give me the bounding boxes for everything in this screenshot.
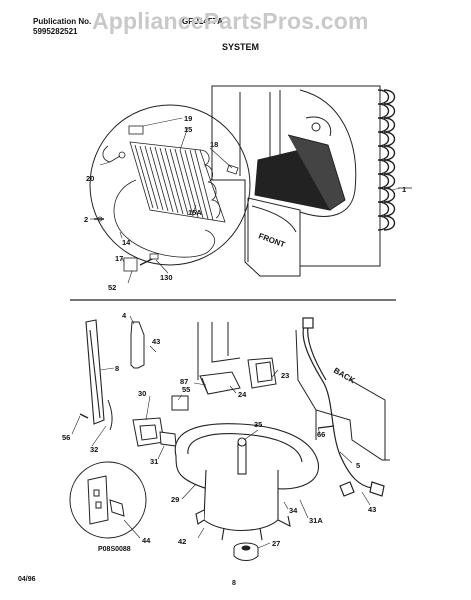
callout-130: 130 <box>160 273 173 282</box>
callout-31: 31 <box>150 457 158 466</box>
callout-87: 87 <box>180 377 188 386</box>
callout-27: 27 <box>272 539 280 548</box>
front-label: FRONT <box>257 231 286 249</box>
callout-34: 34 <box>289 506 298 515</box>
callout-14: 14 <box>122 238 131 247</box>
section-title: SYSTEM <box>222 42 260 52</box>
grommet <box>233 542 259 561</box>
leader-lines <box>71 117 401 549</box>
drawing-code: P08S0088 <box>98 546 131 553</box>
side-condenser-coil <box>377 89 412 231</box>
callout-15a: 15A <box>188 208 202 217</box>
compressor <box>174 423 319 541</box>
callout-42: 42 <box>178 537 186 546</box>
relay-cover <box>199 371 241 395</box>
model-number: GFU14F7A <box>182 17 223 26</box>
electrical-outlet <box>87 475 125 525</box>
callout-56: 56 <box>62 433 70 442</box>
callout-32: 32 <box>90 445 98 454</box>
callout-17: 17 <box>115 254 123 263</box>
callout-29: 29 <box>171 495 179 504</box>
publication-label: Publication No. <box>33 17 92 26</box>
callout-24: 24 <box>238 390 247 399</box>
wiring-harness <box>302 317 385 497</box>
cabinet-drawing <box>211 85 381 277</box>
footer-date: 04/96 <box>18 576 36 583</box>
callouts-bottom: 4 43 8 30 55 87 24 23 56 32 31 35 66 5 2… <box>62 311 376 548</box>
callout-2: 2 <box>84 215 88 224</box>
capillary-tube <box>85 319 105 425</box>
rear-panel <box>197 322 390 461</box>
filter-drier <box>130 321 145 369</box>
callout-52: 52 <box>108 283 116 292</box>
callout-43-b: 43 <box>368 505 376 514</box>
page-number: 8 <box>232 580 236 587</box>
outlet-detail-circle <box>69 461 147 539</box>
callout-5: 5 <box>356 461 360 470</box>
bracket-32 <box>107 399 113 431</box>
capacitor-55 <box>171 395 189 411</box>
callout-31a: 31A <box>309 516 323 525</box>
callout-18: 18 <box>210 140 218 149</box>
callout-20: 20 <box>86 174 94 183</box>
callout-19: 19 <box>184 114 192 123</box>
condenser-detail-circle <box>89 104 251 266</box>
back-label: BACK <box>332 366 357 385</box>
watermark: AppliancePartsPros.com <box>92 8 369 34</box>
callout-43-a: 43 <box>152 337 160 346</box>
callouts-top: 19 15 18 20 2 15A 14 17 130 52 1 <box>84 114 406 292</box>
callout-44: 44 <box>142 536 151 545</box>
callout-4: 4 <box>122 311 127 320</box>
callout-35: 35 <box>254 420 262 429</box>
callout-1: 1 <box>402 185 406 194</box>
publication-number: 5995282521 <box>33 27 78 36</box>
clip-56 <box>79 413 89 419</box>
condenser-coil-unit <box>94 125 239 272</box>
start-relay-23 <box>247 357 277 389</box>
callout-66: 66 <box>317 430 325 439</box>
callout-23: 23 <box>281 371 289 380</box>
callout-15: 15 <box>184 125 192 134</box>
callout-30: 30 <box>138 389 146 398</box>
callout-8: 8 <box>115 364 119 373</box>
callout-55: 55 <box>182 385 190 394</box>
relay-overload <box>132 417 177 447</box>
